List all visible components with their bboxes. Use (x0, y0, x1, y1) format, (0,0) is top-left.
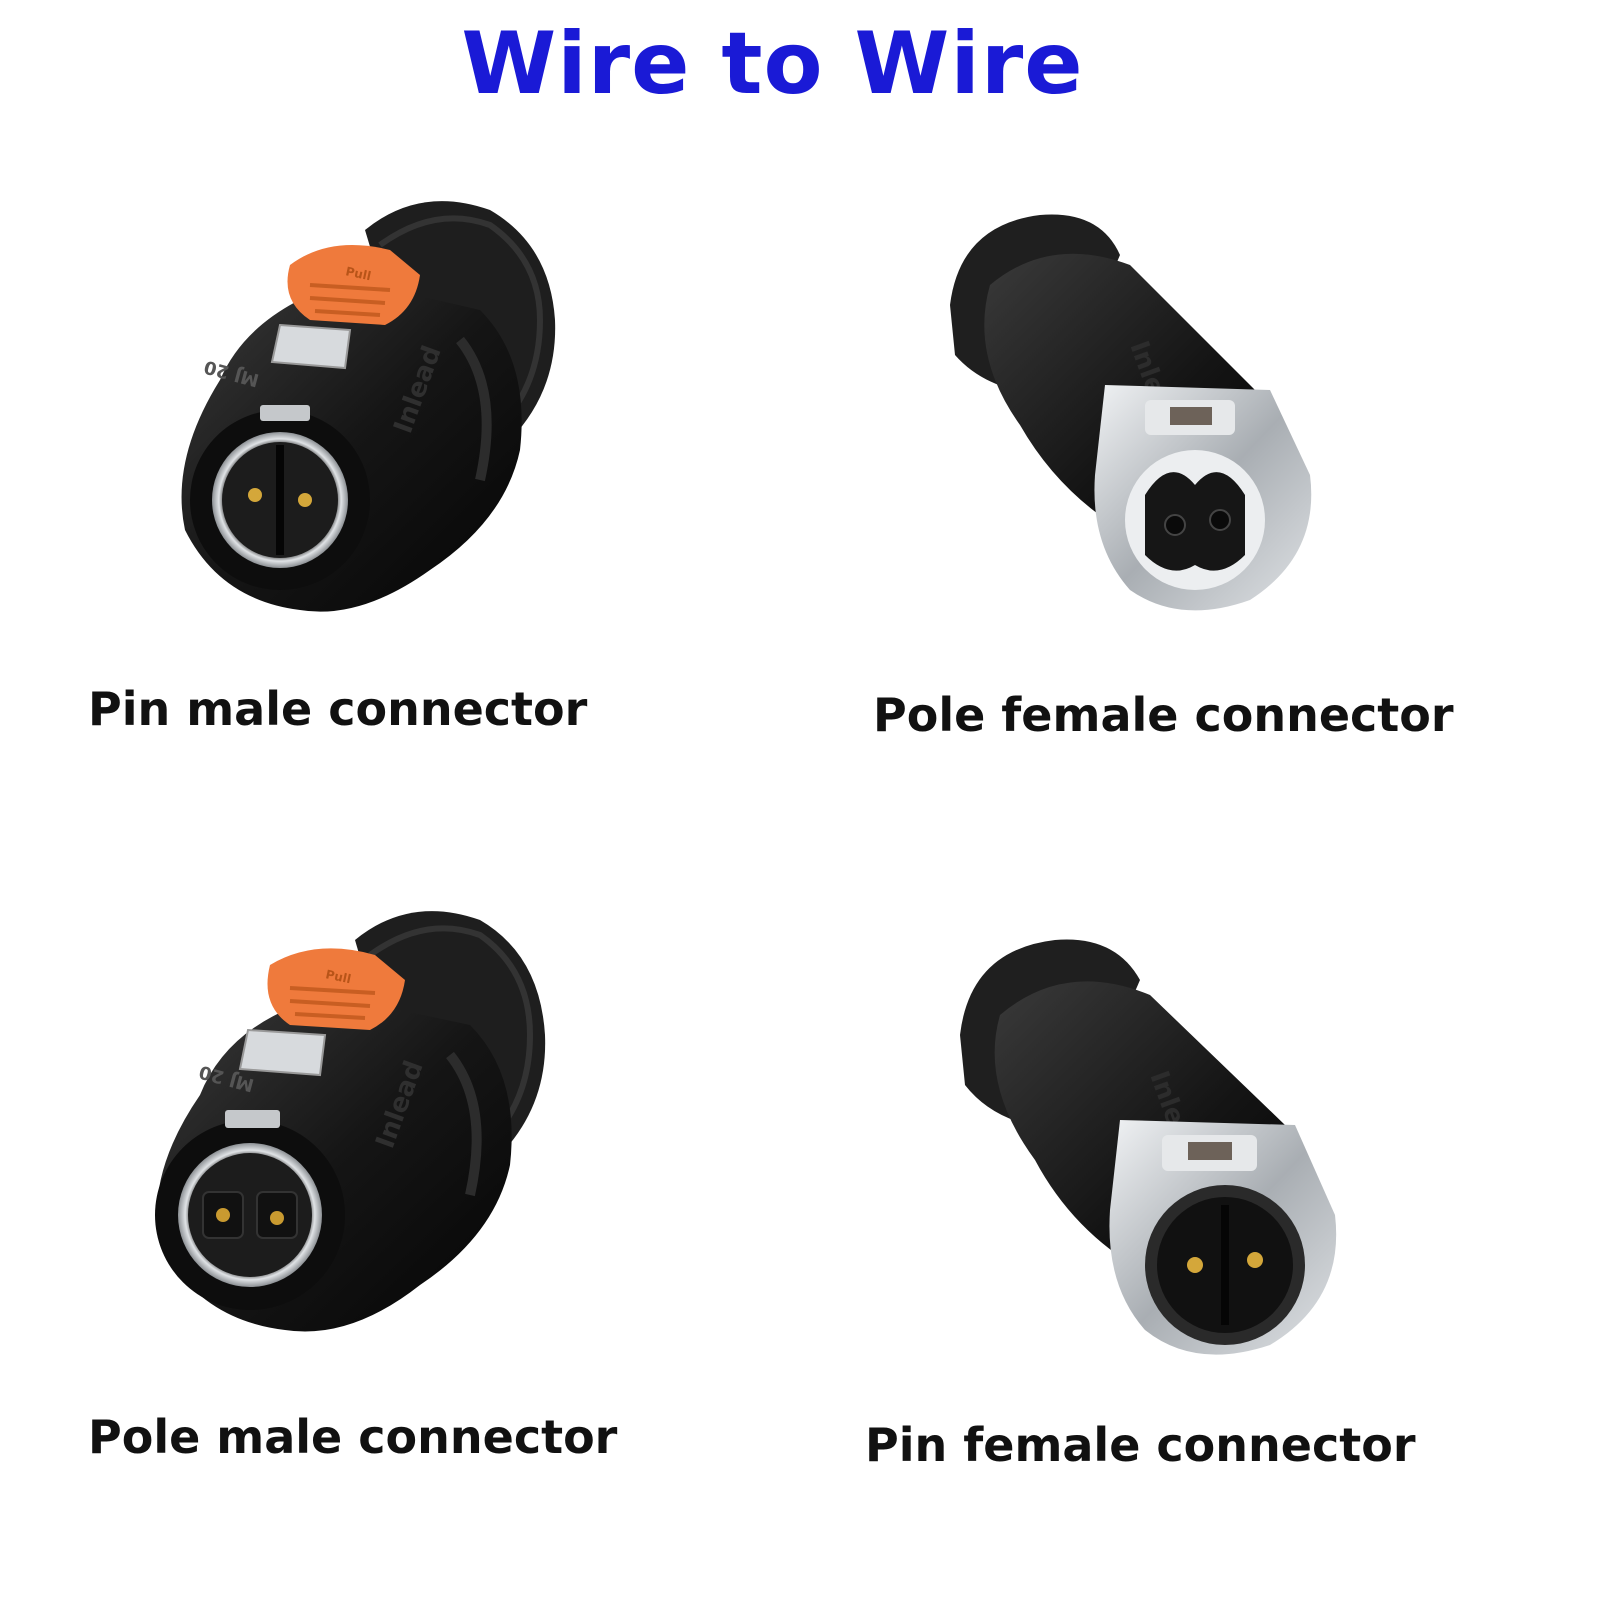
latch-text: Pull (344, 264, 372, 283)
contact-pole-right (270, 1211, 284, 1225)
pin-female-connector-image: Inlead (940, 920, 1360, 1360)
caption-pole-male-connector: Pole male connector (88, 1410, 618, 1464)
pole-male-connector-image: Pull MJ 20 Inlead (130, 900, 560, 1350)
pole-female-connector-image: Inlead (930, 195, 1330, 615)
caption-pin-female-connector: Pin female connector (865, 1418, 1416, 1472)
contact-pin-left (248, 488, 262, 502)
contact-pin-left (1187, 1257, 1203, 1273)
pin-male-connector-image: Pull MJ 20 Inlead (160, 190, 580, 630)
caption-pin-male-connector: Pin male connector (88, 682, 588, 736)
socket-right (1209, 509, 1231, 531)
contact-pin-right (298, 493, 312, 507)
caption-pole-female-connector: Pole female connector (873, 688, 1454, 742)
contact-pole-left (216, 1208, 230, 1222)
contact-pin-right (1247, 1252, 1263, 1268)
latch-text: Pull (324, 967, 352, 986)
page-title: Wire to Wire (461, 14, 1084, 114)
socket-left (1164, 514, 1186, 536)
